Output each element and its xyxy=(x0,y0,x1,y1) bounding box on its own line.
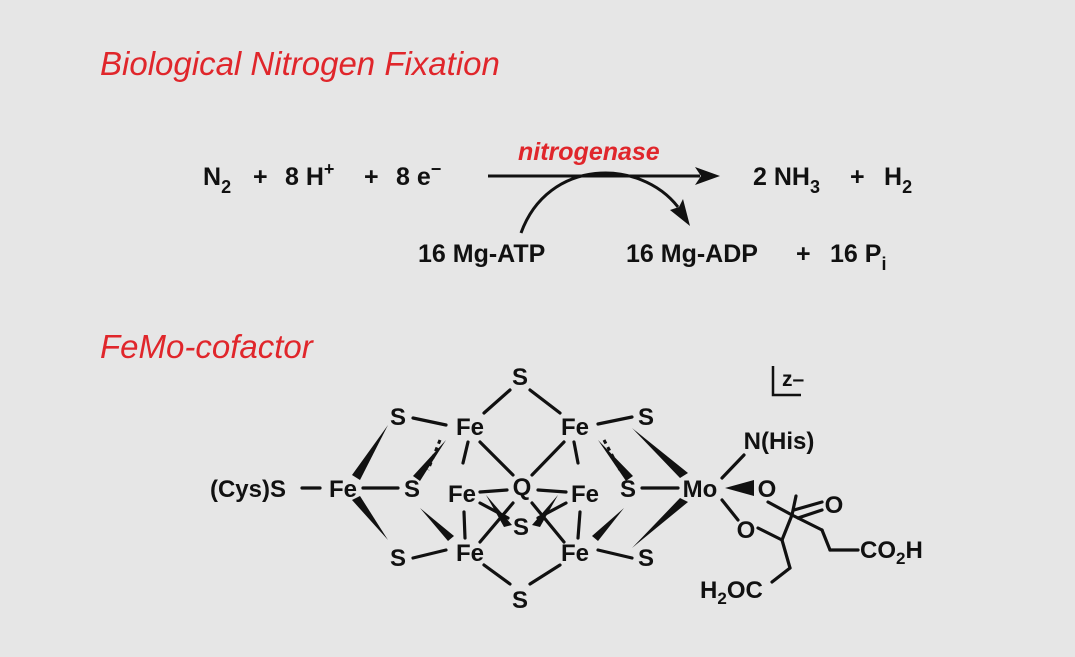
atom-s-lower-left: S xyxy=(390,545,406,572)
atom-o-carbonyl: O xyxy=(825,492,844,519)
reactant-electrons: 8 e− xyxy=(396,159,441,191)
cofactor-atoms: S S S S S S Fe Fe Fe Fe Fe Fe Fe Q S S S… xyxy=(210,364,843,614)
svg-text:z–: z– xyxy=(782,368,805,391)
cofactor-atp: 16 Mg-ATP xyxy=(418,240,545,268)
atom-mo: Mo xyxy=(683,476,718,503)
atom-fe-terminal: Fe xyxy=(329,476,357,503)
atom-fe-upper-left: Fe xyxy=(456,414,484,441)
product-ammonia: 2 NH3 xyxy=(753,163,820,197)
atom-s-middle-left: S xyxy=(404,476,420,503)
product-hydrogen: H2 xyxy=(884,163,912,197)
atom-s-top: S xyxy=(512,364,528,391)
ligand-cysteine: (Cys)S xyxy=(210,476,286,503)
group-co2h: CO2H xyxy=(860,537,923,568)
cofactor-wedge-bonds xyxy=(352,425,754,548)
cofactor-dashed-bonds xyxy=(426,439,622,471)
plus-sign: + xyxy=(364,163,379,191)
citrate-substituents: CO2H H2OC xyxy=(700,537,923,608)
reaction-equation: N2 + 8 H+ + 8 e− 2 NH3 + H2 16 Mg-ATP 16… xyxy=(203,159,912,274)
atom-o-alkoxide: O xyxy=(758,476,777,503)
atom-s-center: S xyxy=(513,514,529,541)
atom-fe-middle-right: Fe xyxy=(571,481,599,508)
atom-fe-middle-left: Fe xyxy=(448,481,476,508)
byproduct-phosphate: 16 Pi xyxy=(830,240,886,274)
atom-s-upper-right: S xyxy=(638,404,654,431)
plus-sign: + xyxy=(850,163,865,191)
enzyme-label: nitrogenase xyxy=(518,138,660,166)
byproduct-adp: 16 Mg-ADP xyxy=(626,240,758,268)
reactant-n2: N2 xyxy=(203,163,231,197)
atom-fe-upper-right: Fe xyxy=(561,414,589,441)
z-axis-indicator: z– xyxy=(771,366,805,397)
section-title-femo-cofactor: FeMo-cofactor xyxy=(100,328,315,365)
group-h2oc: H2OC xyxy=(700,577,763,608)
atom-o-carboxylate: O xyxy=(737,517,756,544)
atom-s-lower-right: S xyxy=(638,545,654,572)
section-title-nitrogen-fixation: Biological Nitrogen Fixation xyxy=(100,45,500,82)
ligand-histidine: N(His) xyxy=(744,428,815,455)
reaction-arrow xyxy=(488,167,720,185)
atom-fe-lower-right: Fe xyxy=(561,540,589,567)
atom-s-bottom: S xyxy=(512,587,528,614)
atom-s-middle-right: S xyxy=(620,476,636,503)
atp-adp-curved-arrow xyxy=(519,171,690,234)
atom-s-upper-left: S xyxy=(390,404,406,431)
atom-q: Q xyxy=(513,474,532,501)
plus-sign: + xyxy=(253,163,268,191)
reactant-protons: 8 H+ xyxy=(285,159,334,191)
atom-fe-lower-left: Fe xyxy=(456,540,484,567)
plus-sign: + xyxy=(796,240,811,268)
